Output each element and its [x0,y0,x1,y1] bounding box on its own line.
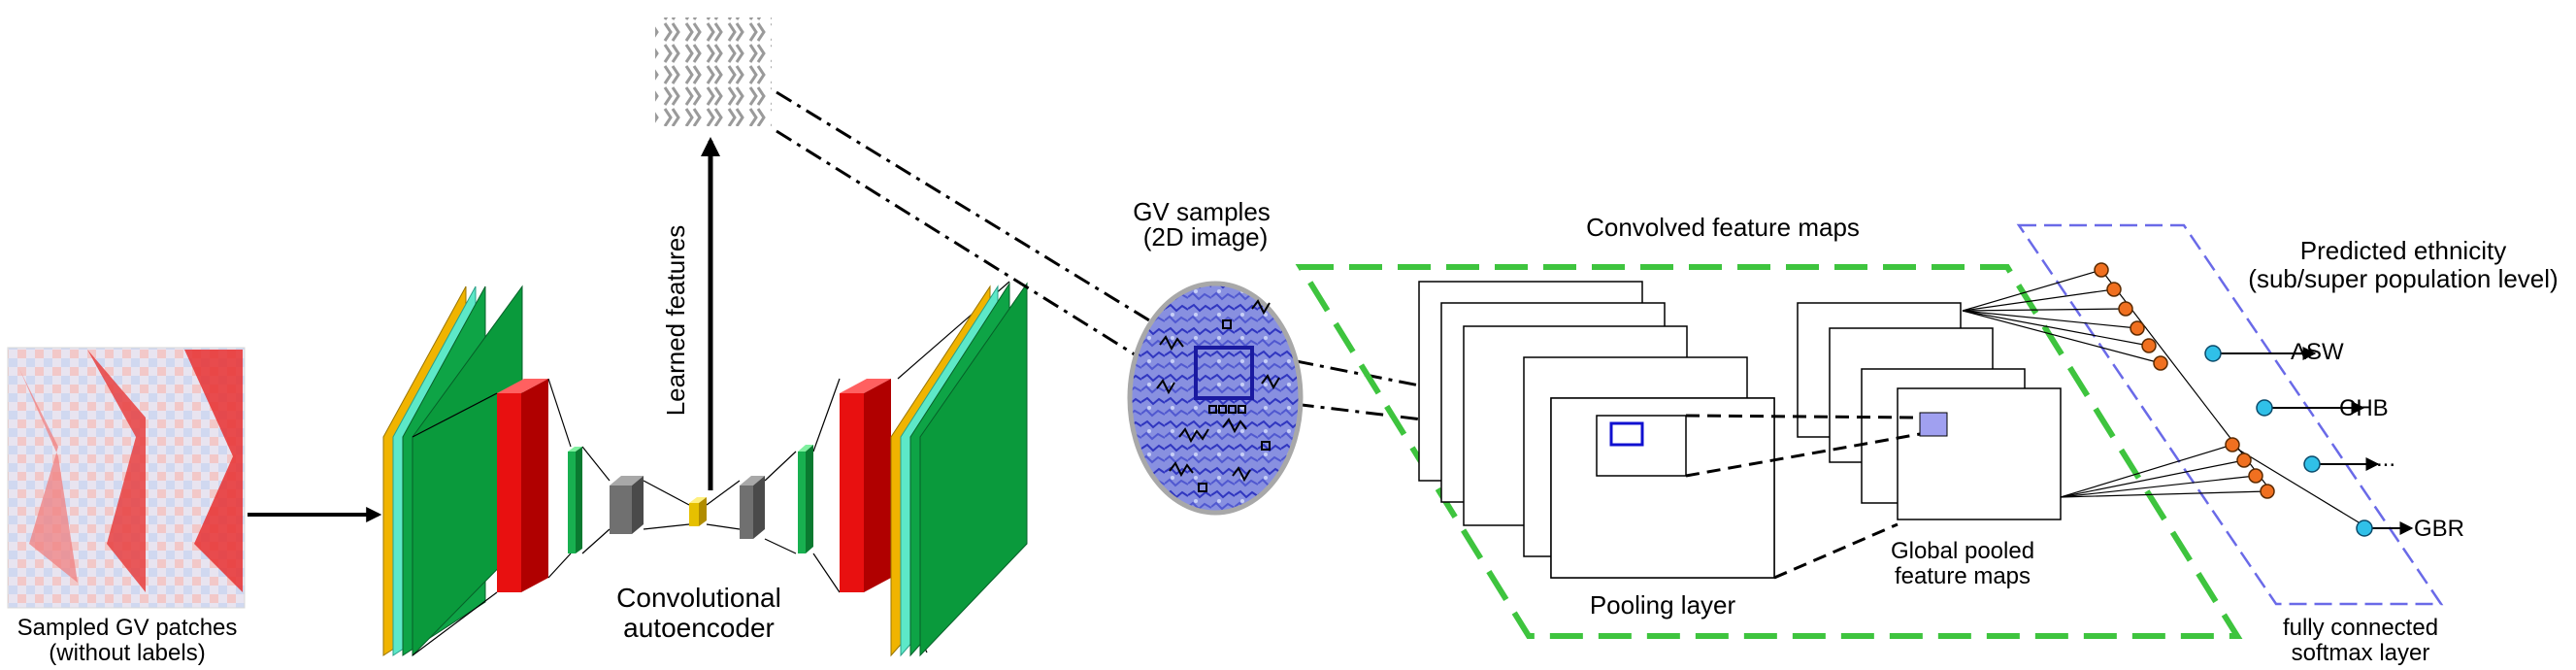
autoencoder-label-line1: Convolutional [616,583,781,613]
patches-label-line1: Sampled GV patches [17,615,238,641]
convolution-region [1295,264,2243,639]
pooled-cell [1919,412,1948,437]
predicted-label-line1: Predicted ethnicity [2300,236,2506,265]
global-pooled-label-line2: feature maps [1895,563,2031,589]
predicted-label-line2: (sub/super population level) [2248,264,2558,293]
gv-samples-label-line2: (2D image) [1143,222,1269,251]
fc-label-line2: softmax layer [2292,640,2430,666]
gv-samples-image [1127,281,1304,516]
pooling-connectors [1685,414,1921,580]
output-label-chb: CHB [2339,395,2389,421]
output-neurons [2204,345,2414,537]
pooling-layer-label: Pooling layer [1590,590,1736,620]
output-label-asw: ASW [2291,339,2344,365]
output-label-gbr: GBR [2414,516,2464,542]
autoencoder-label-line2: autoencoder [623,613,775,643]
convolved-maps-label: Convolved feature maps [1586,213,1860,242]
hidden-neurons [2094,262,2275,499]
autoencoder [382,281,1028,657]
fc-region [2016,223,2444,606]
pooling-kernel [1609,421,1644,447]
learned-features-label: Learned features [661,225,690,417]
global-pooled-label-line1: Global pooled [1891,538,2034,564]
gv-patches [7,347,246,609]
global-pooled-maps [1797,302,2062,520]
learned-feature-kernels [655,17,772,126]
output-label-ellipsis: ... [2376,446,2395,472]
patches-label-line2: (without labels) [49,640,205,666]
gv-samples-label-line1: GV samples [1133,197,1271,226]
fc-label-line1: fully connected [2283,615,2438,641]
